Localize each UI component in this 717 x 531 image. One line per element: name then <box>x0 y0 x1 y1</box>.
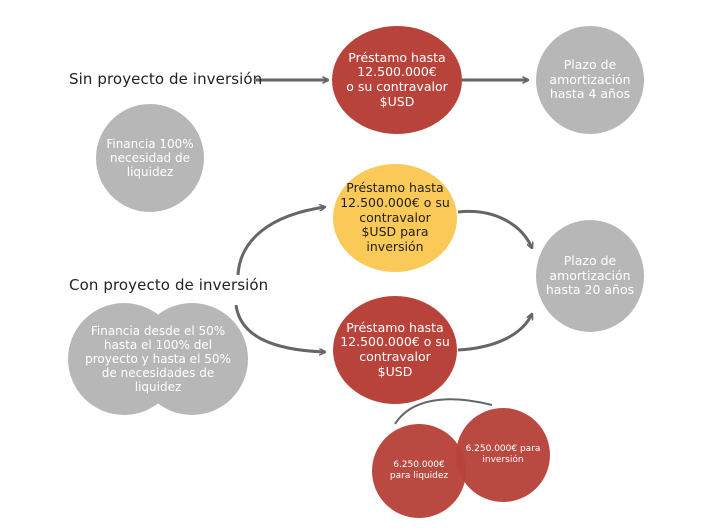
financing-liquidity-circle: Financia 100% necesidad de liquidez <box>96 104 204 212</box>
loan-text-con: Préstamo hasta 12.500.000€ o su contrava… <box>340 319 450 379</box>
financing-project-venn: Financia desde el 50% hasta el 100% del … <box>68 303 248 415</box>
term-20-years-circle: Plazo de amortización hasta 20 años <box>536 220 644 332</box>
financing-liquidity-text: Financia 100% necesidad de liquidez <box>106 136 194 180</box>
arrow-con-to-investment-loan <box>236 207 325 276</box>
arrow-loan-to-term20 <box>457 314 532 352</box>
heading-sin-proyecto: Sin proyecto de inversión <box>69 70 263 88</box>
venn-text-wrap: Financia desde el 50% hasta el 100% del … <box>68 303 248 415</box>
arrow-investment-loan-to-term20 <box>457 209 532 248</box>
term-20-years-text: Plazo de amortización hasta 20 años <box>545 252 635 298</box>
split-investment-text: 6.250.000€ para inversión <box>465 443 541 465</box>
loan-text-sin: Préstamo hasta 12.500.000€ o su contrava… <box>346 49 448 109</box>
financing-project-text: Financia desde el 50% hasta el 100% del … <box>85 323 231 395</box>
heading-con-proyecto: Con proyecto de inversión <box>69 276 269 294</box>
split-liquidity-circle: 6.250.000€ para liquidez <box>372 424 466 518</box>
loan-circle-sin: Préstamo hasta 12.500.000€ o su contrava… <box>332 26 462 134</box>
venn-right-circle <box>136 303 248 415</box>
arrow-con-to-loan <box>234 304 325 352</box>
term-4-years-circle: Plazo de amortización hasta 4 años <box>536 26 644 134</box>
loan-investment-text: Préstamo hasta 12.500.000€ o su contrava… <box>340 180 450 255</box>
term-4-years-text: Plazo de amortización hasta 4 años <box>549 56 631 102</box>
split-liquidity-text: 6.250.000€ para liquidez <box>389 459 449 481</box>
loan-investment-circle: Préstamo hasta 12.500.000€ o su contrava… <box>333 164 457 272</box>
loan-circle-con: Préstamo hasta 12.500.000€ o su contrava… <box>333 296 457 404</box>
split-investment-circle: 6.250.000€ para inversión <box>456 408 550 502</box>
